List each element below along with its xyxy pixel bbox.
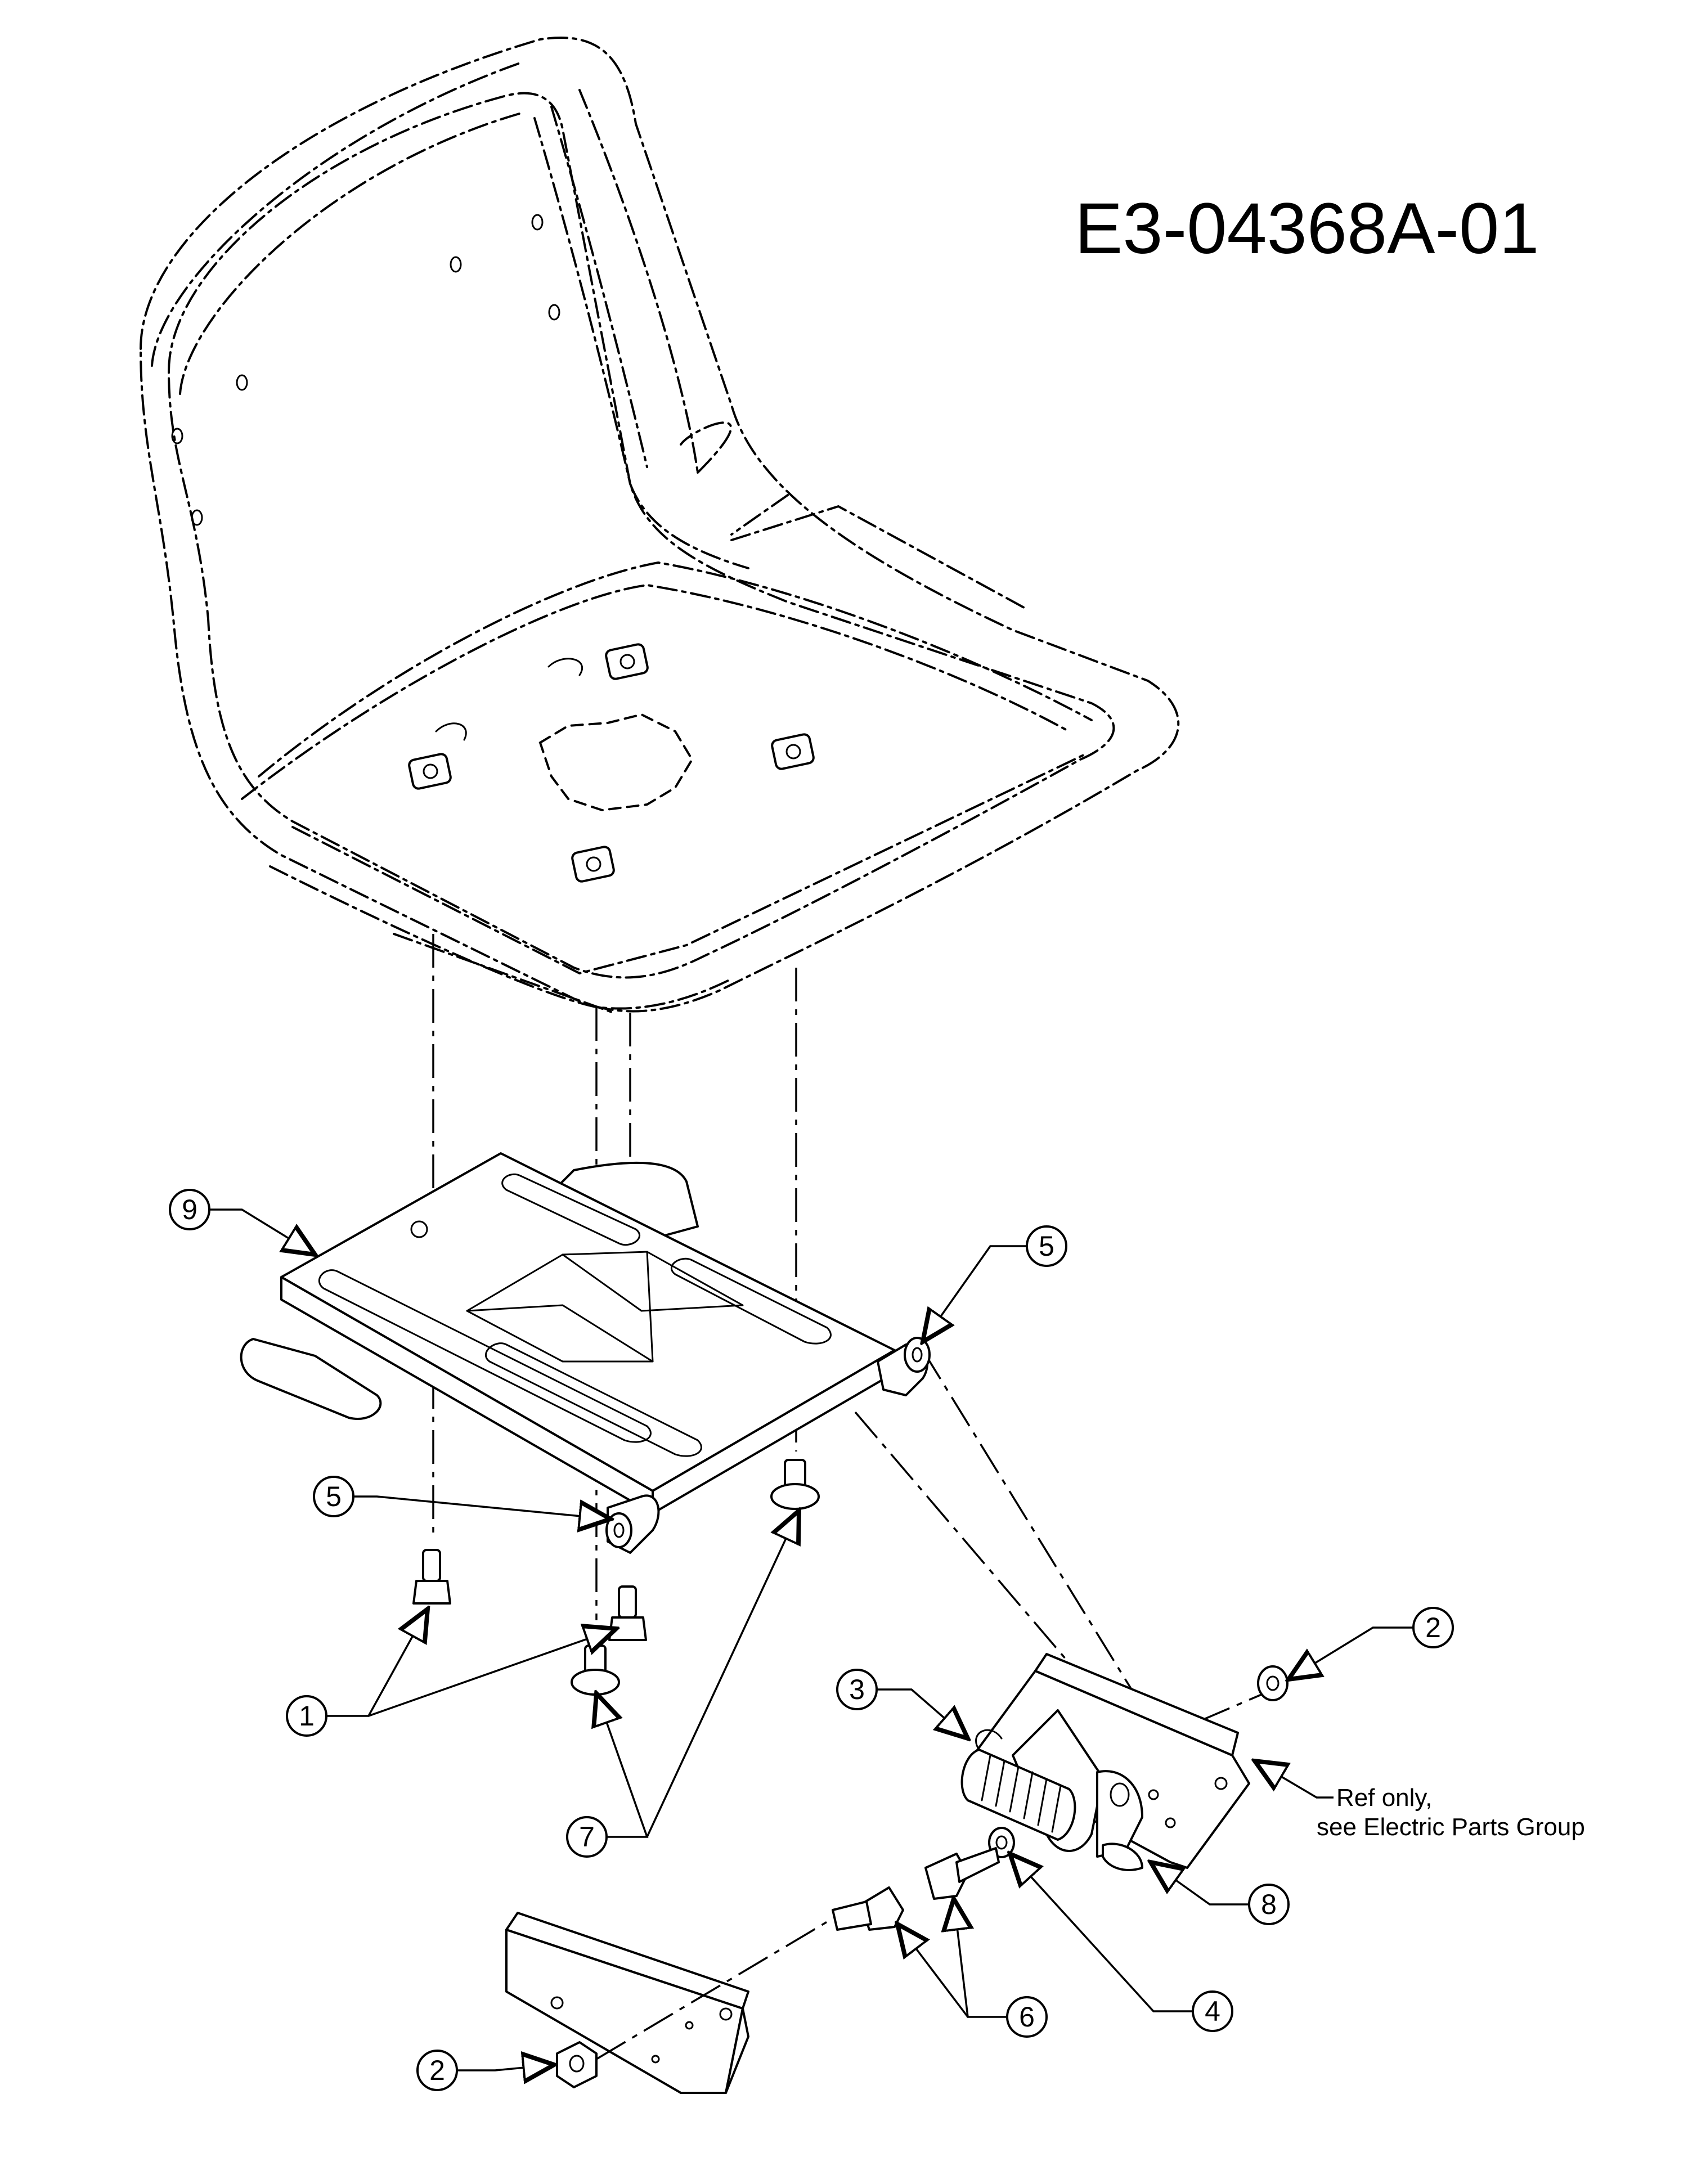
hex-bolt <box>412 1549 451 1605</box>
callout-4: 4 <box>1192 1990 1233 2032</box>
seat-mounting-holes <box>171 214 694 812</box>
callout-2: 2 <box>1412 1607 1454 1648</box>
svg-text:6: 6 <box>1019 2001 1035 2033</box>
callout-8: 8 <box>1248 1884 1290 1925</box>
drawing-number: E3-04368A-01 <box>1075 188 1539 269</box>
callout-5: 5 <box>1026 1225 1067 1267</box>
washer <box>904 1337 931 1373</box>
seat-clip-nut <box>408 753 452 790</box>
flange-nut <box>556 2041 598 2088</box>
callout-7: 7 <box>566 1816 608 1858</box>
seat-pan <box>240 1152 929 1554</box>
pivot-plate <box>1012 1709 1143 1871</box>
callout-9: 9 <box>169 1189 210 1230</box>
reference-note-line-1: Ref only, <box>1336 1784 1432 1812</box>
shoulder-bolt <box>571 1644 620 1696</box>
callout-2: 2 <box>416 2050 458 2091</box>
hex-head-bolt <box>832 1886 904 1931</box>
reference-note: Ref only, see Electric Parts Group <box>1317 1784 1585 1841</box>
flange-nut <box>1257 1665 1289 1701</box>
callout-5: 5 <box>313 1476 354 1517</box>
svg-text:7: 7 <box>579 1821 595 1853</box>
callout-1: 1 <box>286 1695 327 1737</box>
svg-text:2: 2 <box>429 2055 445 2086</box>
shoulder-bolt <box>770 1459 820 1510</box>
svg-text:8: 8 <box>1261 1889 1277 1920</box>
alignment-centerline <box>596 1917 833 2060</box>
reference-note-line-2: see Electric Parts Group <box>1317 1813 1585 1841</box>
seat-clip-nut <box>571 846 615 883</box>
callout-leaders <box>209 1208 1413 2070</box>
hex-head-bolt <box>924 1847 1000 1900</box>
svg-text:9: 9 <box>182 1194 197 1225</box>
seat-mount-bracket <box>505 1912 749 2094</box>
hex-bolt <box>608 1585 647 1641</box>
seat-phantom <box>139 37 1180 1014</box>
svg-text:5: 5 <box>326 1481 342 1512</box>
seat-clip-nut <box>605 643 649 680</box>
callout-3: 3 <box>836 1669 878 1710</box>
svg-text:4: 4 <box>1205 1996 1220 2027</box>
svg-text:3: 3 <box>849 1674 865 1705</box>
svg-text:2: 2 <box>1425 1612 1441 1643</box>
svg-text:5: 5 <box>1039 1230 1054 1262</box>
svg-text:1: 1 <box>299 1700 315 1732</box>
seat-clip-nut <box>771 733 815 770</box>
torsion-spring <box>960 1729 1076 1841</box>
callout-6: 6 <box>1006 1996 1048 2038</box>
